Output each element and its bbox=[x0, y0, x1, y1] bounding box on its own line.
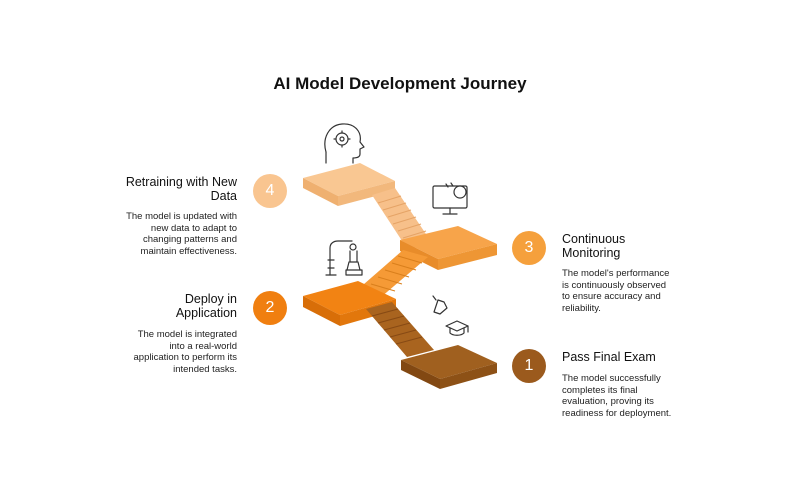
stairs-3-2 bbox=[356, 250, 428, 298]
stairs-2-1 bbox=[366, 302, 434, 357]
step-badge-4: 4 bbox=[253, 174, 287, 208]
step-desc-2: The model is integrated into a real-worl… bbox=[133, 329, 238, 375]
step-title-1: Pass Final Exam bbox=[562, 350, 656, 364]
step-title-3: Continuous Monitoring bbox=[562, 232, 626, 260]
landing-3 bbox=[400, 226, 497, 270]
head-gear-icon bbox=[324, 123, 365, 164]
step-badge-1: 1 bbox=[512, 349, 546, 383]
step-desc-4: The model is updated with new data to ad… bbox=[126, 211, 237, 257]
robot-arm-icon bbox=[325, 240, 363, 276]
step-title-4: Retraining with New Data bbox=[125, 175, 237, 203]
landing-4 bbox=[303, 163, 395, 206]
step-badge-3: 3 bbox=[512, 231, 546, 265]
step-desc-1: The model successfully completes its fin… bbox=[562, 373, 672, 419]
stairs-4-3 bbox=[372, 188, 432, 250]
landing-1 bbox=[401, 345, 497, 389]
monitor-icon bbox=[432, 182, 468, 215]
graduation-icon bbox=[432, 295, 469, 336]
step-title-2: Deploy in Application bbox=[175, 292, 237, 320]
diagram-title: AI Model Development Journey bbox=[273, 74, 527, 93]
step-badge-2: 2 bbox=[253, 291, 287, 325]
step-desc-3: The model's performance is continuously … bbox=[562, 268, 670, 314]
